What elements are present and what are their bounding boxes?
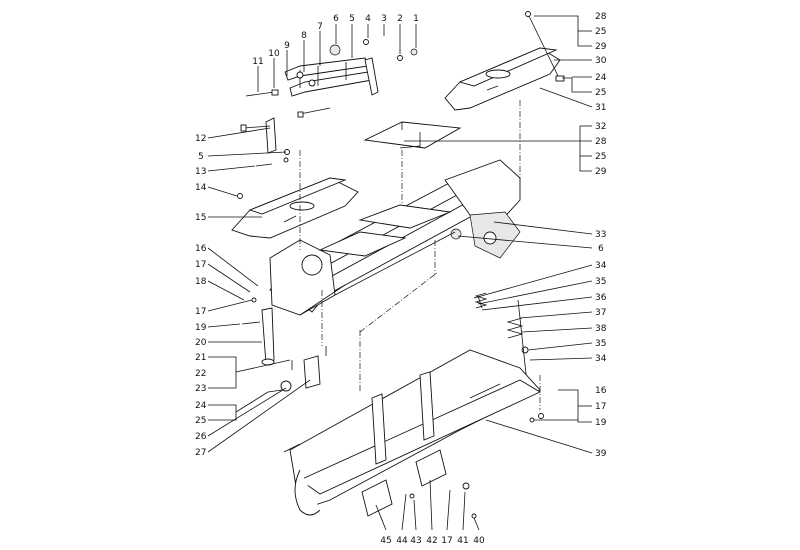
callout-34: 34 <box>595 261 607 271</box>
callout-33: 33 <box>595 230 606 240</box>
callout-42: 42 <box>426 536 437 546</box>
callout-35: 35 <box>595 339 606 349</box>
callout-19: 19 <box>595 418 607 428</box>
top-right-guard <box>444 11 565 111</box>
callout-43: 43 <box>410 536 421 546</box>
callout-34: 34 <box>595 354 607 364</box>
left-cover-plate <box>231 177 359 239</box>
callout-36: 36 <box>595 293 607 303</box>
callout-7: 7 <box>317 22 323 32</box>
callout-28: 28 <box>595 137 607 147</box>
lower-shield <box>283 349 541 519</box>
callout-25: 25 <box>595 152 606 162</box>
callout-17: 17 <box>595 402 606 412</box>
callout-29: 29 <box>595 42 607 52</box>
callout-31: 31 <box>595 103 606 113</box>
callout-22: 22 <box>195 369 206 379</box>
callout-27: 27 <box>195 448 206 458</box>
callout-16: 16 <box>595 386 607 396</box>
callout-28: 28 <box>595 12 607 22</box>
callout-11: 11 <box>252 57 263 67</box>
callout-3: 3 <box>381 14 387 24</box>
callout-10: 10 <box>268 49 280 59</box>
main-frame <box>269 159 521 316</box>
callout-labels-left: 12 5 13 14 15 16 17 18 17 19 20 21 22 23… <box>195 134 207 458</box>
callout-39: 39 <box>595 449 607 459</box>
callout-23: 23 <box>195 384 206 394</box>
callout-9: 9 <box>284 41 290 51</box>
callout-labels-right-upper: 28 25 29 30 24 25 31 32 28 25 29 33 6 <box>595 12 607 254</box>
callout-25: 25 <box>595 27 606 37</box>
callout-2: 2 <box>397 14 403 24</box>
callout-44: 44 <box>396 536 408 546</box>
callout-20: 20 <box>195 338 207 348</box>
left-leg <box>241 297 327 393</box>
top-bracket-assembly <box>245 39 418 118</box>
callout-8: 8 <box>301 31 307 41</box>
callout-17: 17 <box>195 260 206 270</box>
left-bracket-parts <box>237 117 290 199</box>
callout-13: 13 <box>195 167 206 177</box>
callout-6: 6 <box>598 244 604 254</box>
callout-18: 18 <box>195 277 207 287</box>
callout-6: 6 <box>333 14 339 24</box>
callout-25: 25 <box>595 88 606 98</box>
callout-labels-top: 11 10 9 8 7 6 5 4 3 2 1 <box>252 14 419 67</box>
callout-29: 29 <box>595 167 607 177</box>
callout-38: 38 <box>595 324 607 334</box>
callout-45: 45 <box>380 536 391 546</box>
callout-15: 15 <box>195 213 206 223</box>
callout-5: 5 <box>349 14 355 24</box>
callout-35: 35 <box>595 277 606 287</box>
callout-12: 12 <box>195 134 206 144</box>
callout-19: 19 <box>195 323 207 333</box>
callout-17: 17 <box>195 307 206 317</box>
alignment-lines <box>299 100 541 410</box>
callout-4: 4 <box>365 14 371 24</box>
callout-5: 5 <box>198 152 204 162</box>
callout-14: 14 <box>195 183 207 193</box>
callout-41: 41 <box>457 536 468 546</box>
callout-37: 37 <box>595 308 606 318</box>
callout-24: 24 <box>195 401 207 411</box>
callout-25: 25 <box>195 416 206 426</box>
cross-bar <box>363 121 462 149</box>
callout-16: 16 <box>195 244 207 254</box>
callout-32: 32 <box>595 122 606 132</box>
leader-lines <box>207 15 593 531</box>
callout-30: 30 <box>595 56 607 66</box>
callout-1: 1 <box>413 14 419 24</box>
callout-labels-right-lower: 34 35 36 37 38 35 34 16 17 19 39 <box>595 261 607 459</box>
callout-labels-bottom: 45 44 43 42 17 41 40 <box>380 536 485 546</box>
callout-26: 26 <box>195 432 207 442</box>
callout-17: 17 <box>441 536 452 546</box>
callout-40: 40 <box>473 536 485 546</box>
callout-21: 21 <box>195 353 206 363</box>
callout-24: 24 <box>595 73 607 83</box>
